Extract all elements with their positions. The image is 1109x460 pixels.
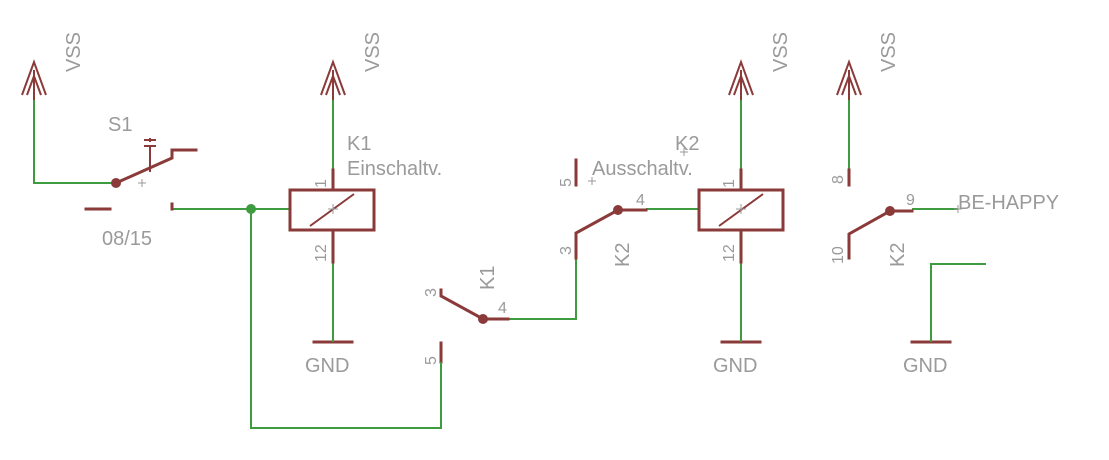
vss-label: VSS [770,32,792,72]
net-vss-s1[interactable] [33,100,116,184]
k2-contact-name: K2 [612,243,634,267]
output-contact-name: K2 [887,243,909,267]
k1-contact-pin-5: 5 [423,356,440,365]
output-contact-k2[interactable]: 8 9 10 K2 BE-HAPPY [830,168,1059,267]
switch-s1[interactable]: S1 08/15 [84,114,198,250]
vss-symbol-1[interactable]: VSS [21,32,85,100]
relay-k1-pin-top: 1 [313,179,330,188]
vss-label: VSS [878,32,900,72]
net-output-gnd[interactable] [930,263,986,320]
relay-k2-coil[interactable]: K2 Ausschaltv. 1 12 [592,133,785,264]
switch-value-label: 08/15 [102,228,152,250]
gnd-label: GND [713,355,757,377]
relay-k1-pin-bottom: 12 [313,244,330,262]
k2-contact-pin-4: 4 [636,192,645,209]
vss-symbol-3[interactable]: VSS [728,32,792,100]
net-label-be-happy: BE-HAPPY [958,192,1059,214]
relay-k1-value: Einschaltv. [347,158,442,180]
gnd-label: GND [305,355,349,377]
relay-k1-contact[interactable]: 3 4 5 K1 [423,266,510,395]
relay-k2-contact[interactable]: 5 4 3 K2 [558,158,648,267]
relay-k1-name: K1 [347,133,371,155]
relay-k2-pin-bottom: 12 [721,244,738,262]
net-k1-k2[interactable] [508,258,577,320]
vss-label: VSS [362,32,384,72]
net-junction [246,204,256,214]
relay-k1-coil[interactable]: K1 Einschaltv. 1 12 [288,133,442,264]
vss-symbol-2[interactable]: VSS [320,32,384,100]
gnd-symbol-2[interactable]: GND [713,320,762,377]
relay-k2-value: Ausschaltv. [592,158,693,180]
k2-contact-pin-3: 3 [558,246,575,255]
output-pin-10: 10 [830,246,847,264]
relay-k2-name: K2 [675,133,699,155]
k1-contact-name: K1 [477,266,499,290]
k2-contact-pin-5: 5 [558,178,575,187]
gnd-symbol-1[interactable]: GND [305,320,354,377]
vss-label: VSS [63,32,85,72]
net-self-hold[interactable] [250,209,442,429]
gnd-label: GND [903,355,947,377]
switch-name-label: S1 [108,114,132,136]
vss-symbol-4[interactable]: VSS [836,32,900,100]
output-pin-8: 8 [830,175,847,184]
gnd-symbol-3[interactable]: GND [903,320,952,377]
k1-contact-pin-4: 4 [498,300,507,317]
relay-k2-pin-top: 1 [721,179,738,188]
output-pin-9: 9 [906,192,915,209]
k1-contact-pin-3: 3 [423,288,440,297]
